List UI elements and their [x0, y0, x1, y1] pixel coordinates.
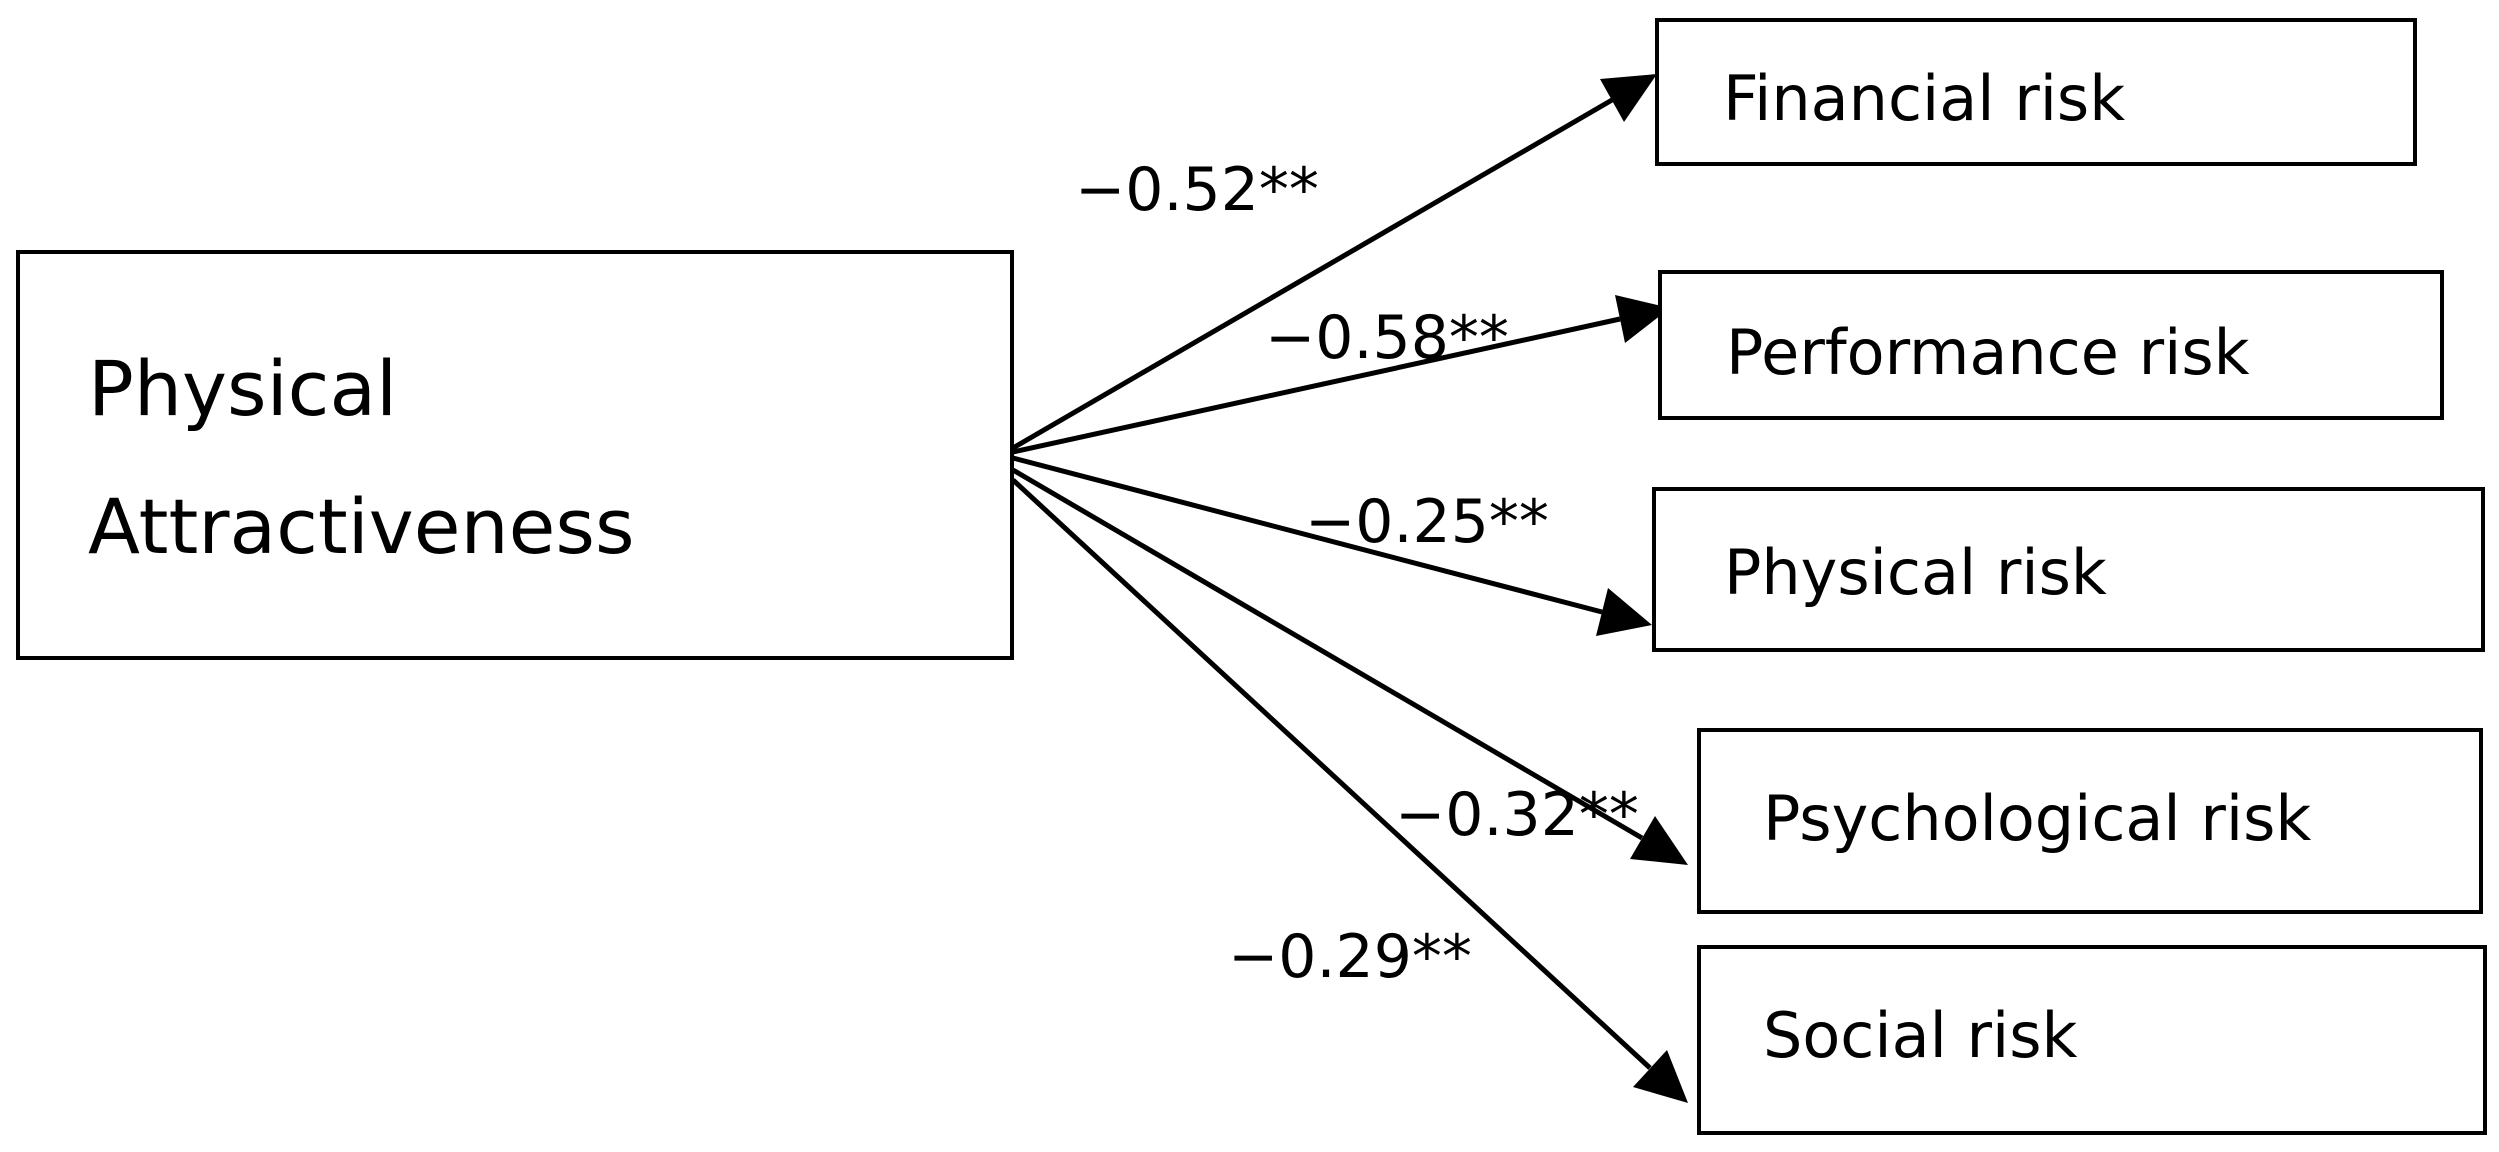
target-box-physical: Physical risk: [1652, 487, 2485, 652]
source-label-line2: Attractiveness: [88, 482, 635, 571]
path-arrow-physical: [1012, 455, 1603, 615]
target-label-financial: Financial risk: [1723, 62, 2126, 135]
path-arrow-financial: [1011, 97, 1614, 451]
target-label-psychological: Psychological risk: [1763, 782, 2312, 855]
target-label-physical: Physical risk: [1724, 536, 2107, 609]
target-box-performance: Performance risk: [1658, 270, 2444, 420]
target-box-social: Social risk: [1697, 945, 2487, 1135]
source-label-line1: Physical: [88, 344, 398, 433]
target-box-financial: Financial risk: [1655, 18, 2417, 166]
arrowhead-performance: [1615, 295, 1670, 343]
path-arrow-social: [1011, 478, 1652, 1070]
source-label: Physical Attractiveness: [88, 320, 635, 596]
target-label-social: Social risk: [1763, 999, 2078, 1072]
target-box-psychological: Psychological risk: [1697, 728, 2483, 914]
coefficient-psychological: −0.32**: [1395, 780, 1639, 850]
arrowhead-physical: [1596, 588, 1652, 636]
coefficient-performance: −0.58**: [1265, 303, 1509, 373]
arrowhead-financial: [1600, 74, 1657, 122]
path-arrow-performance: [1012, 316, 1621, 455]
arrowhead-social: [1633, 1050, 1688, 1103]
coefficient-financial: −0.52**: [1075, 155, 1319, 225]
arrowhead-psychological: [1630, 816, 1688, 865]
coefficient-social: −0.29**: [1228, 922, 1472, 992]
target-label-performance: Performance risk: [1726, 316, 2250, 389]
path-arrow-psychological: [1011, 467, 1644, 841]
coefficient-physical: −0.25**: [1305, 487, 1549, 557]
source-box: Physical Attractiveness: [16, 250, 1014, 660]
